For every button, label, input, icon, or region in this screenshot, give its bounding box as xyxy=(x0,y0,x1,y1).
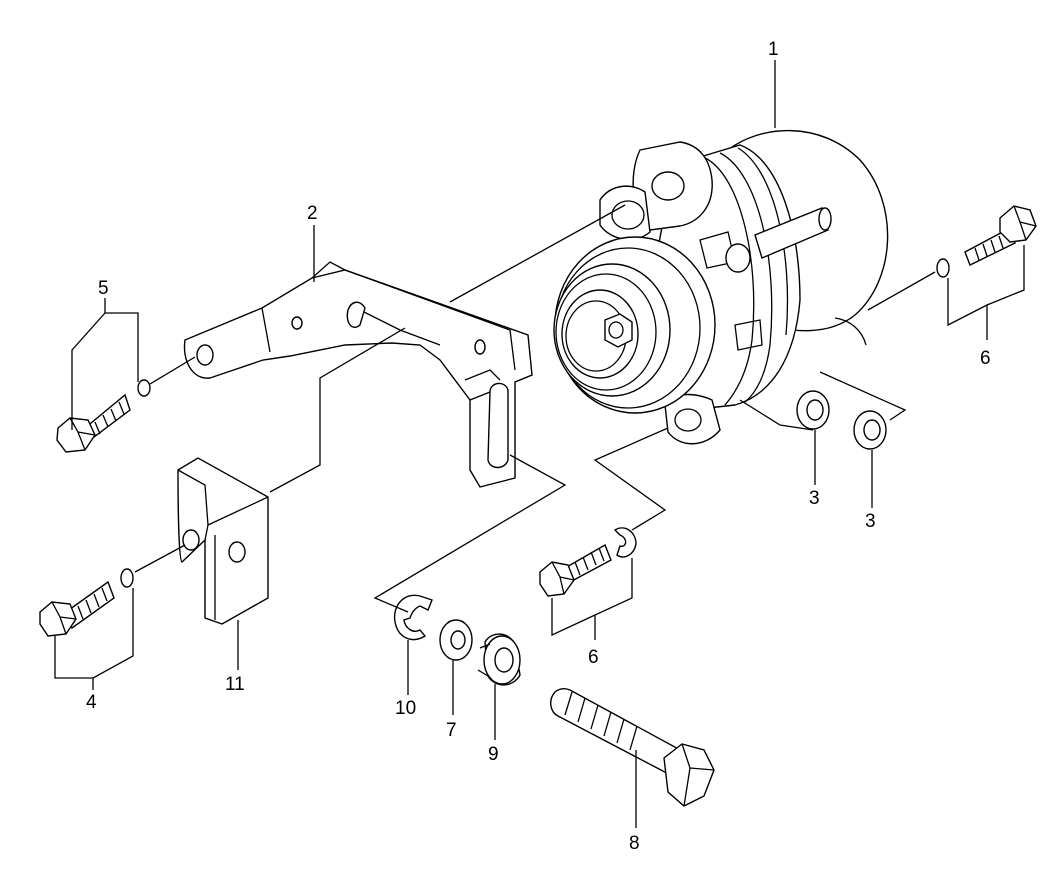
leader-lines xyxy=(54,60,1025,828)
callout-9: 9 xyxy=(488,744,499,765)
callout-5: 5 xyxy=(98,278,109,299)
washer-icon xyxy=(439,619,473,661)
callout-1: 1 xyxy=(768,39,779,60)
callout-3-right: 3 xyxy=(865,511,876,532)
callout-10: 10 xyxy=(395,698,416,719)
bolt-icon xyxy=(39,568,134,637)
washer-icon xyxy=(853,410,887,450)
plate-bracket-icon xyxy=(177,457,269,625)
bolt-icon xyxy=(56,379,151,453)
alternator-icon xyxy=(553,129,889,445)
callout-8: 8 xyxy=(629,833,640,854)
washer-icon xyxy=(796,390,830,430)
callout-3-left: 3 xyxy=(809,488,820,509)
bolt-icon xyxy=(936,205,1037,278)
callout-labels: 1 2 5 6 3 3 6 4 11 10 7 9 8 xyxy=(86,39,991,854)
callout-6-right: 6 xyxy=(980,348,991,369)
callout-11: 11 xyxy=(225,674,245,695)
bushing-icon xyxy=(477,633,521,686)
callout-2: 2 xyxy=(307,203,318,224)
bolt-icon xyxy=(539,527,637,597)
mounting-bracket-icon xyxy=(183,261,533,488)
callout-7: 7 xyxy=(446,720,457,741)
long-bolt-icon xyxy=(550,687,715,807)
callout-6-lower: 6 xyxy=(588,647,599,668)
e-clip-icon xyxy=(393,594,433,641)
callout-4: 4 xyxy=(86,692,97,713)
